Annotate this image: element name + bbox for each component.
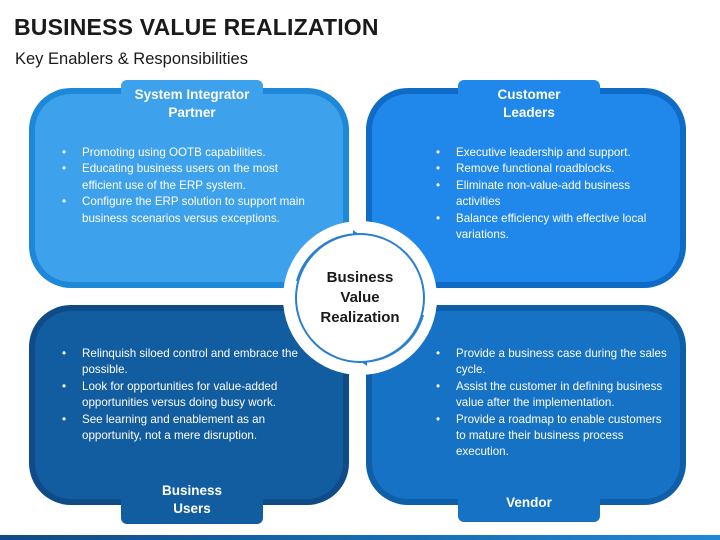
quadrant-title: Customer Leaders	[497, 87, 561, 120]
list-item: Provide a business case during the sales…	[434, 346, 674, 379]
page-subtitle: Key Enablers & Responsibilities	[15, 50, 248, 68]
quadrant-title-tab: Customer Leaders	[458, 80, 600, 128]
bullet-list: Provide a business case during the sales…	[434, 346, 674, 461]
footer-bar	[0, 535, 720, 540]
quadrant-title-tab: Business Users	[121, 476, 263, 524]
list-item: Educating business users on the most eff…	[60, 161, 310, 194]
list-item: Executive leadership and support.	[434, 145, 676, 162]
list-item: Eliminate non-value-add business activit…	[434, 178, 676, 211]
list-item: Assist the customer in defining business…	[434, 379, 674, 412]
list-item: See learning and enablement as an opport…	[60, 412, 308, 445]
list-item: Configure the ERP solution to support ma…	[60, 194, 310, 227]
quadrant-title: Vendor	[506, 495, 552, 510]
center-label: Business Value Realization	[320, 269, 400, 326]
quadrant-title: Business Users	[161, 483, 223, 516]
list-item: Promoting using OOTB capabilities.	[60, 145, 310, 162]
page-title: BUSINESS VALUE REALIZATION	[14, 14, 379, 40]
list-item: Remove functional roadblocks.	[434, 161, 676, 178]
list-item: Balance efficiency with effective local …	[434, 211, 676, 244]
list-item: Provide a roadmap to enable customers to…	[434, 412, 674, 461]
center-circle: Business Value Realization	[295, 233, 425, 363]
bullet-list: Promoting using OOTB capabilities. Educa…	[60, 145, 310, 227]
list-item: Relinquish siloed control and embrace th…	[60, 346, 308, 379]
list-item: Look for opportunities for value-added o…	[60, 379, 308, 412]
quadrant-title-tab: System Integrator Partner	[121, 80, 263, 128]
quadrant-title-tab: Vendor	[458, 484, 600, 522]
bullet-list: Relinquish siloed control and embrace th…	[60, 346, 308, 444]
bullet-list: Executive leadership and support. Remove…	[434, 145, 676, 243]
quadrant-title: System Integrator Partner	[134, 87, 250, 120]
